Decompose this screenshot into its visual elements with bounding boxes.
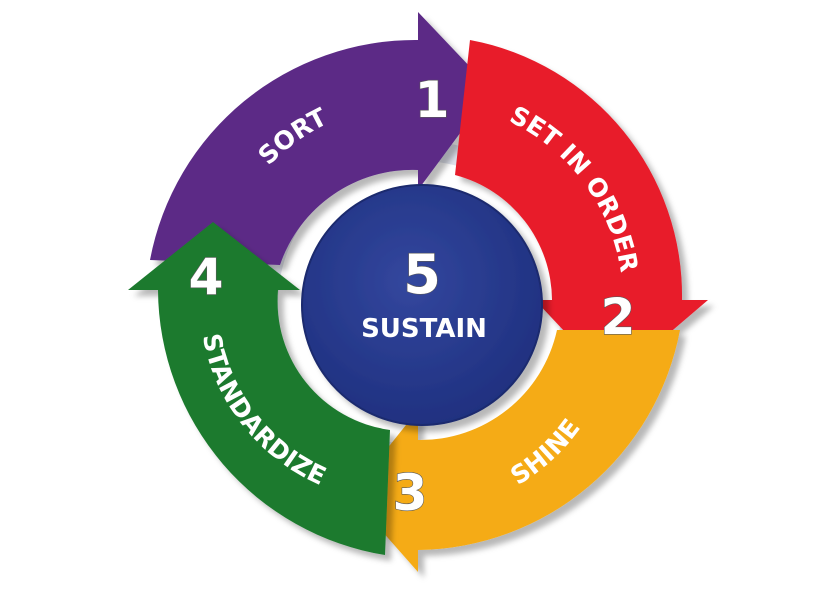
set-in-order-arrow bbox=[455, 40, 708, 382]
shine-arrow bbox=[350, 330, 680, 572]
step-number-4: 4 bbox=[189, 248, 224, 306]
sort-arrow bbox=[150, 12, 492, 265]
center-number: 5 bbox=[403, 243, 441, 306]
standardize-arrow bbox=[128, 222, 390, 555]
step-number-1: 1 bbox=[415, 71, 450, 129]
sustain-circle bbox=[301, 184, 543, 426]
step-number-2: 2 bbox=[601, 288, 636, 346]
center-label: SUSTAIN bbox=[361, 314, 487, 344]
step-number-3: 3 bbox=[393, 464, 428, 522]
